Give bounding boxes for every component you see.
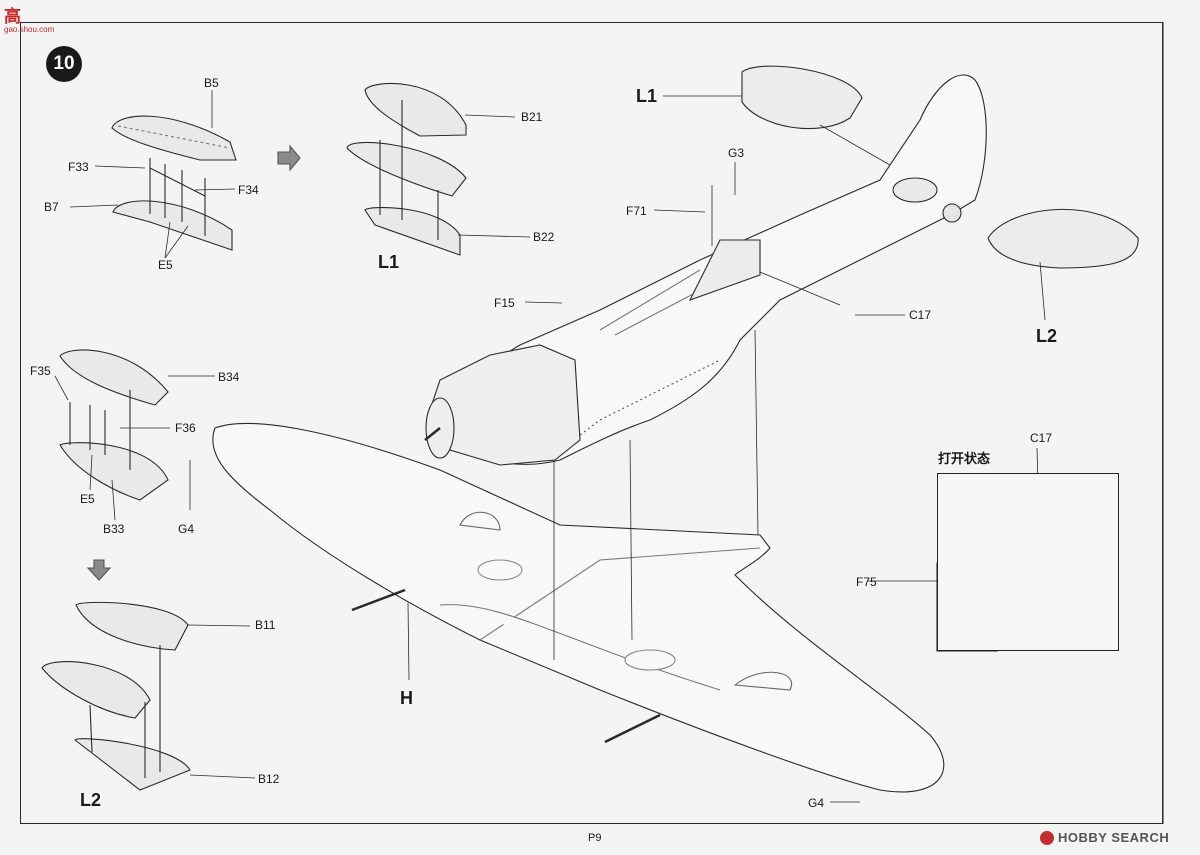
label-L1-sub: L1 — [378, 252, 400, 272]
label-F33: F33 — [68, 160, 89, 174]
wing — [212, 422, 945, 793]
arrow-right-icon — [277, 144, 301, 172]
label-E5-mid: E5 — [80, 492, 95, 506]
elevator-subassembly-mid-left — [54, 349, 215, 521]
label-L2-sub: L2 — [80, 790, 102, 810]
inset-frame — [937, 473, 1119, 651]
page-frame — [20, 22, 1163, 824]
label-F35: F35 — [30, 364, 51, 378]
label-B7: B7 — [44, 200, 59, 214]
elevator-subassembly-top-left — [69, 90, 237, 259]
label-B11: B11 — [255, 618, 276, 632]
label-C17-inset: C17 — [1030, 431, 1053, 445]
engine — [424, 344, 581, 466]
label-B5: B5 — [204, 76, 219, 90]
watermark-top: 高 gao.shou.com — [4, 2, 54, 34]
label-B33: B33 — [103, 522, 125, 536]
arrow-down-icon — [86, 559, 112, 581]
tailplane-L1 — [741, 65, 863, 130]
label-F15: F15 — [494, 296, 515, 310]
label-L2-main: L2 — [1036, 326, 1058, 346]
label-B34: B34 — [218, 370, 240, 384]
step-number-badge: 10 — [46, 46, 82, 82]
label-G3: G3 — [728, 146, 745, 160]
label-C17-main: C17 — [909, 308, 932, 322]
label-G4-bottom: G4 — [808, 796, 825, 810]
watermark-bottom: HOBBY SEARCH — [1040, 830, 1169, 845]
label-G4-left: G4 — [178, 522, 195, 536]
label-F34: F34 — [238, 183, 259, 197]
label-E5-top: E5 — [158, 258, 173, 272]
leader-lines-main — [524, 95, 1046, 321]
inset-caption: 打开状态 — [938, 451, 991, 466]
label-L1-main: L1 — [636, 86, 658, 106]
label-B21: B21 — [521, 110, 543, 124]
leader-lines-wing — [189, 329, 860, 803]
tail-wheel — [942, 203, 962, 223]
watermark-logo: 高 — [4, 7, 22, 26]
elevator-subassembly-L1 — [346, 82, 531, 256]
gear-icon — [1040, 830, 1054, 845]
watermark-text: HOBBY SEARCH — [1058, 830, 1170, 845]
tailplane-L2 — [987, 208, 1139, 269]
page-edge — [1163, 22, 1164, 824]
label-B22: B22 — [533, 230, 555, 244]
label-F36: F36 — [175, 421, 196, 435]
label-H: H — [400, 688, 413, 708]
label-B12: B12 — [258, 772, 280, 786]
page-number: P9 — [588, 832, 602, 844]
label-F71: F71 — [626, 204, 647, 218]
label-F75: F75 — [856, 575, 877, 589]
watermark-url: gao.shou.com — [4, 25, 55, 34]
elevator-subassembly-L2 — [41, 601, 256, 791]
